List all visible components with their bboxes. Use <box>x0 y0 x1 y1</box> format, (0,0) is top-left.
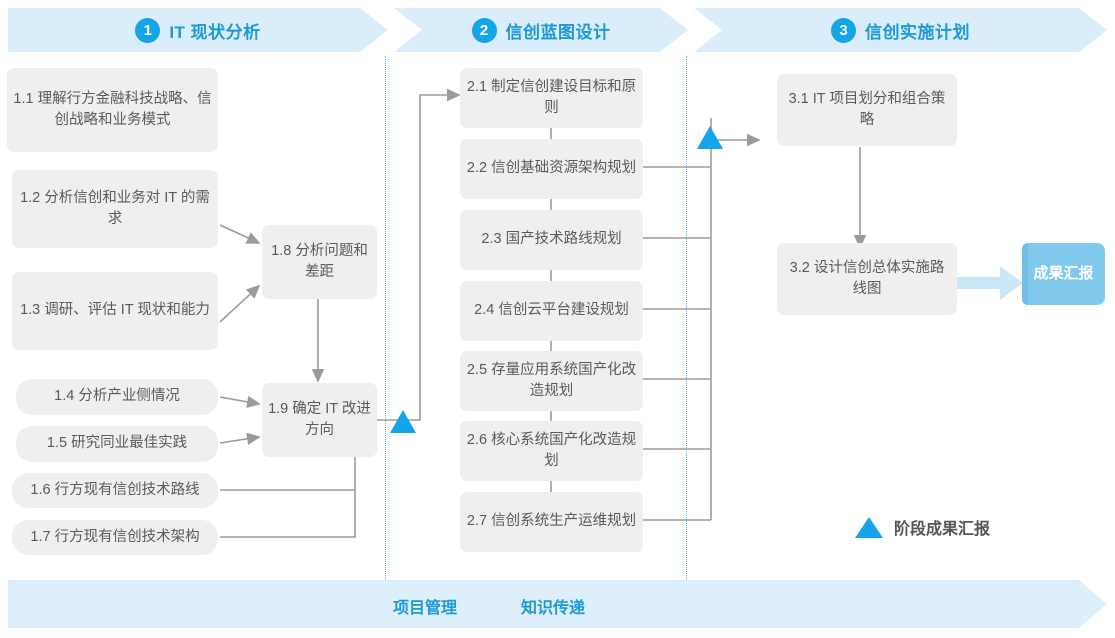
box-1-8[interactable]: 1.8 分析问题和差距 <box>262 225 377 299</box>
phase-title-3: 信创实施计划 <box>865 22 970 42</box>
box-2-4[interactable]: 2.4 信创云平台建设规划 <box>460 281 643 341</box>
box-1-7[interactable]: 1.7 行方现有信创技术架构 <box>12 520 218 555</box>
result-badge[interactable]: 成果汇报 <box>1022 243 1105 305</box>
legend: 阶段成果汇报 <box>855 515 990 539</box>
phase-title-1: IT 现状分析 <box>169 22 261 42</box>
phase-stage-2[interactable]: 2 信创蓝图设计 <box>394 8 688 52</box>
box-2-5[interactable]: 2.5 存量应用系统国产化改造规划 <box>460 351 643 411</box>
phase-number-1: 1 <box>135 17 161 43</box>
box-1-6[interactable]: 1.6 行方现有信创技术路线 <box>12 473 218 508</box>
box-1-4[interactable]: 1.4 分析产业侧情况 <box>16 379 218 415</box>
result-arrow <box>957 266 1023 300</box>
box-1-1[interactable]: 1.1 理解行方金融科技战略、信创战略和业务模式 <box>7 68 218 152</box>
box-3-1[interactable]: 3.1 IT 项目划分和组合策略 <box>777 74 957 146</box>
phase-title-2: 信创蓝图设计 <box>505 22 611 42</box>
box-1-2[interactable]: 1.2 分析信创和业务对 IT 的需求 <box>12 170 218 248</box>
divider-stage2-stage3 <box>686 56 687 582</box>
box-3-2[interactable]: 3.2 设计信创总体实施路线图 <box>777 243 957 315</box>
box-2-3[interactable]: 2.3 国产技术路线规划 <box>460 210 643 270</box>
phase-stage-1[interactable]: 1 IT 现状分析 <box>8 8 388 52</box>
box-1-9[interactable]: 1.9 确定 IT 改进方向 <box>262 383 377 457</box>
milestone-triangle-stage2 <box>697 126 723 149</box>
box-2-1[interactable]: 2.1 制定信创建设目标和原则 <box>460 68 643 128</box>
box-2-6[interactable]: 2.6 核心系统国产化改造规划 <box>460 421 643 481</box>
box-1-3[interactable]: 1.3 调研、评估 IT 现状和能力 <box>12 272 218 350</box>
bottom-label-project-management: 项目管理 <box>393 600 458 617</box>
phase-number-2: 2 <box>471 17 497 43</box>
bottom-label-knowledge-transfer: 知识传递 <box>521 600 586 617</box>
box-1-5[interactable]: 1.5 研究同业最佳实践 <box>16 426 218 462</box>
triangle-icon <box>855 516 883 538</box>
phase-band: 1 IT 现状分析 2 信创蓝图设计 3 信创实施计划 <box>8 8 1107 52</box>
legend-label: 阶段成果汇报 <box>894 521 991 538</box>
bottom-band <box>8 580 1107 628</box>
phase-number-3: 3 <box>831 17 856 43</box>
box-2-2[interactable]: 2.2 信创基础资源架构规划 <box>460 139 643 199</box>
divider-stage1-stage2 <box>385 56 386 582</box>
phase-stage-3[interactable]: 3 信创实施计划 <box>694 8 1107 52</box>
box-2-7[interactable]: 2.7 信创系统生产运维规划 <box>460 492 643 552</box>
milestone-triangle-stage1 <box>390 410 416 433</box>
